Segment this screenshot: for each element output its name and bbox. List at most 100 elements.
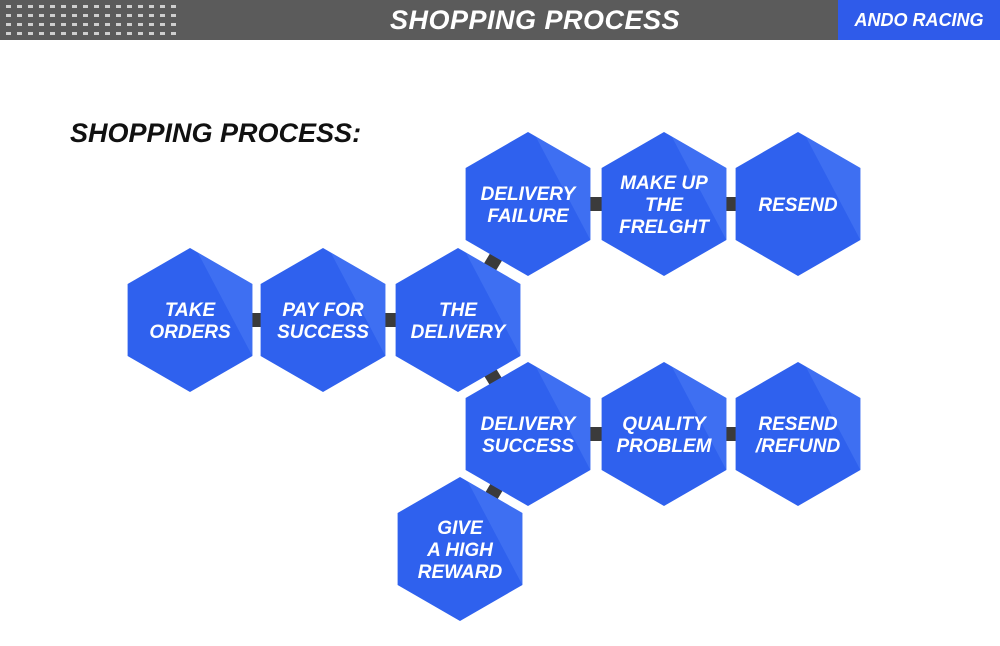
header-dot [61, 14, 66, 17]
header-dot [171, 23, 176, 26]
header-dot [83, 32, 88, 35]
header-dot [83, 14, 88, 17]
header-dot [149, 32, 154, 35]
header-dot [105, 23, 110, 26]
header-dot [116, 5, 121, 8]
header-dot [6, 23, 11, 26]
dot-pattern-decoration [6, 5, 176, 35]
section-heading: SHOPPING PROCESS: [70, 118, 362, 148]
node-label-line: THE [645, 195, 684, 216]
header-dot [116, 23, 121, 26]
header-dot [171, 5, 176, 8]
header-dot [39, 5, 44, 8]
header-dot [72, 32, 77, 35]
header-dot [50, 14, 55, 17]
node-label-line: RESEND [758, 414, 837, 435]
brand-badge: ANDO RACING [838, 0, 1000, 40]
hexagon-highlight [190, 248, 253, 356]
hexagon-highlight [798, 362, 861, 470]
node-label-line: MAKE UP [620, 173, 708, 194]
header-dot [50, 23, 55, 26]
header-dot [72, 5, 77, 8]
header-dot [105, 14, 110, 17]
hexagon-highlight [460, 477, 523, 585]
header-dot [138, 32, 143, 35]
header-dot [28, 32, 33, 35]
header-dot [61, 5, 66, 8]
header-dot [17, 14, 22, 17]
header-dot [149, 5, 154, 8]
brand-name: ANDO RACING [854, 10, 984, 30]
header-dot [149, 23, 154, 26]
header-dot [138, 14, 143, 17]
header-dot [17, 32, 22, 35]
header-dot [160, 5, 165, 8]
header-dot [61, 32, 66, 35]
hexagon-highlight [528, 132, 591, 240]
header-dot [127, 32, 132, 35]
header-dot [39, 32, 44, 35]
header-dot [72, 23, 77, 26]
node-label-line: REWARD [418, 562, 503, 583]
node-label-line: ORDERS [149, 322, 231, 343]
header-dot [50, 32, 55, 35]
header-dot [116, 14, 121, 17]
hexagon-highlight [323, 248, 386, 356]
header-dot [50, 5, 55, 8]
node-label-line: RESEND [758, 195, 837, 216]
node-label-line: /REFUND [755, 436, 841, 457]
header-dot [83, 5, 88, 8]
header-title: SHOPPING PROCESS [389, 5, 681, 35]
node-resend: RESEND [735, 132, 861, 276]
header-dot [138, 23, 143, 26]
node-label-line: SUCCESS [277, 322, 369, 343]
header-dot [6, 14, 11, 17]
header-dot [149, 14, 154, 17]
header-dot [127, 5, 132, 8]
header-dot [17, 23, 22, 26]
header-dot [6, 32, 11, 35]
header-dot [28, 23, 33, 26]
hexagon-highlight [664, 362, 727, 470]
header-bar: SHOPPING PROCESS ANDO RACING [0, 0, 1000, 40]
node-label-line: DELIVERY [481, 184, 578, 205]
header-dot [171, 14, 176, 17]
header-dot [39, 23, 44, 26]
hexagon-highlight [528, 362, 591, 470]
header-dot [171, 32, 176, 35]
header-dot [94, 5, 99, 8]
header-dot [138, 5, 143, 8]
node-label-line: QUALITY [622, 414, 708, 435]
node-label-line: SUCCESS [482, 436, 574, 457]
header-dot [94, 23, 99, 26]
header-dot [116, 32, 121, 35]
hexagon-highlight [458, 248, 521, 356]
header-dot [28, 5, 33, 8]
node-label-line: DELIVERY [481, 414, 578, 435]
header-dot [160, 32, 165, 35]
hexagon-highlight [798, 132, 861, 240]
header-dot [105, 32, 110, 35]
header-dot [72, 14, 77, 17]
header-dot [94, 14, 99, 17]
node-label-line: PAY FOR [282, 300, 364, 321]
header-dot [105, 5, 110, 8]
node-label-line: PROBLEM [617, 436, 713, 457]
header-dot [28, 14, 33, 17]
header-dot [83, 23, 88, 26]
header-dot [94, 32, 99, 35]
header-dot [17, 5, 22, 8]
node-label-line: A HIGH [426, 540, 494, 561]
header-dot [127, 23, 132, 26]
header-dot [160, 23, 165, 26]
node-label-line: TAKE [165, 300, 217, 321]
node-label-line: FAILURE [487, 206, 570, 227]
